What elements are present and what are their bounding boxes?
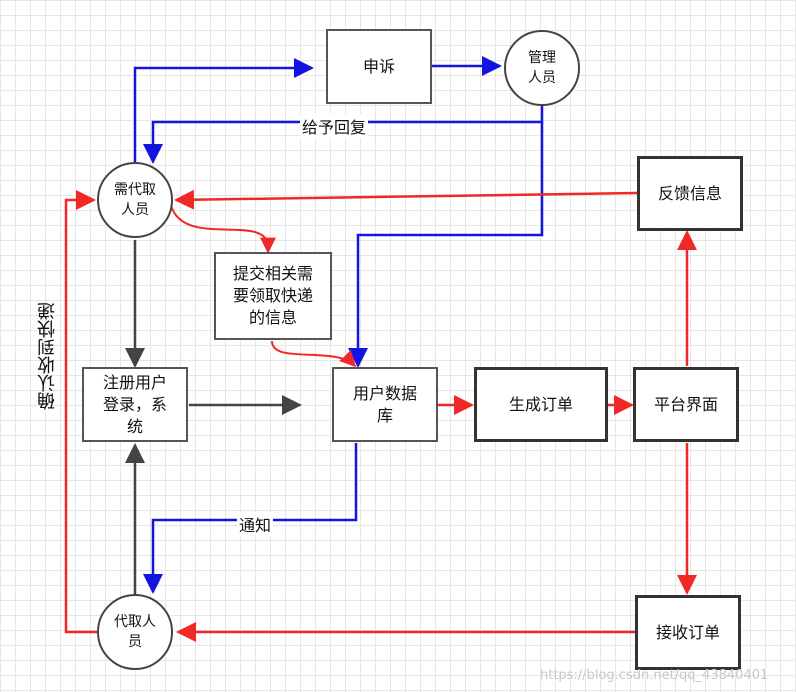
node-tijiao: 提交相关需 要领取快递 的信息	[214, 252, 332, 340]
watermark: https://blog.csdn.net/qq_43840401	[540, 668, 769, 683]
node-guanli-label: 管理 人员	[528, 50, 556, 86]
node-tijiao-label: 提交相关需 要领取快递 的信息	[232, 264, 313, 327]
node-daiqu: 代取人 员	[97, 594, 173, 670]
node-shujuku-label: 用户数据 库	[352, 383, 417, 425]
edge-daiqu-confirm-to-xudaiqu	[64, 190, 97, 634]
edge-label-reply: 给予回复	[300, 114, 369, 138]
node-pingtai-label: 平台界面	[653, 394, 718, 414]
node-pingtai: 平台界面	[633, 367, 739, 442]
node-shujuku: 用户数据 库	[332, 367, 438, 442]
node-zhuce-label: 注册用户 登录，系 统	[102, 372, 167, 436]
edge-xudaiqu-to-shensu	[133, 58, 314, 162]
node-guanli: 管理 人员	[504, 30, 580, 106]
node-fankui-label: 反馈信息	[657, 183, 722, 203]
node-daiqu-label: 代取人 员	[114, 614, 156, 650]
node-shensu-label: 申诉	[362, 56, 395, 76]
node-jieshou: 接收订单	[635, 595, 741, 670]
node-zhuce: 注册用户 登录，系 统	[82, 367, 188, 442]
node-shengcheng: 生成订单	[474, 367, 608, 442]
edge-xudaiqu-to-tijiao	[169, 199, 276, 254]
node-shensu: 申诉	[326, 29, 432, 104]
edge-label-confirm: 确认收到快递	[37, 302, 58, 410]
edge-tijiao-to-shujuku	[271, 340, 357, 368]
node-xudaiqu-label: 需代取 人员	[114, 182, 156, 218]
edge-fankui-to-xudaiqu	[174, 189, 638, 210]
edge-guanli-to-shujuku	[348, 122, 544, 368]
edge-label-notify: 通知	[237, 512, 274, 536]
node-shengcheng-label: 生成订单	[508, 394, 573, 414]
node-jieshou-label: 接收订单	[655, 622, 720, 642]
node-fankui: 反馈信息	[637, 156, 743, 231]
node-xudaiqu: 需代取 人员	[97, 162, 173, 238]
